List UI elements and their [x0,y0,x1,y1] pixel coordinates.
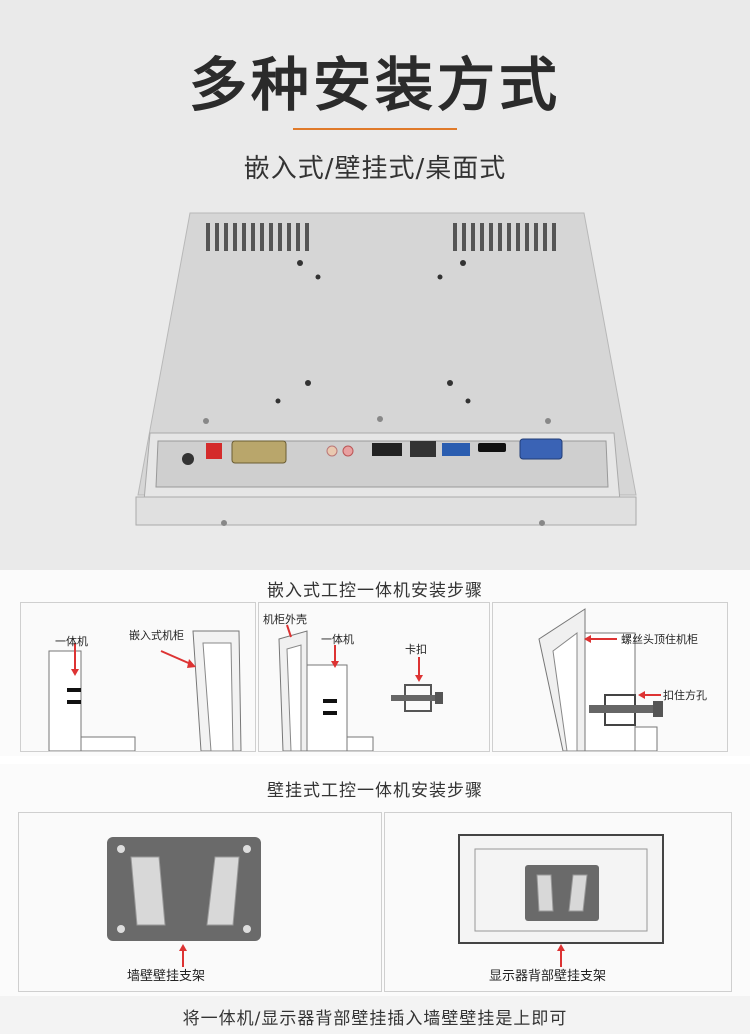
power-switch-icon [206,443,222,459]
label-screw: 螺丝头顶住机柜 [621,633,698,646]
red-arrow-icon [584,635,591,643]
wall-bracket-label: 墙壁壁挂支架 [127,969,206,984]
embedded-panel-2: 机柜外壳 一体机 卡扣 [258,602,490,752]
serial-port-icon [231,440,287,464]
back-bracket-icon [525,865,599,921]
red-arrow-icon [415,675,423,682]
embedded-step1-svg [48,630,242,751]
vent-right-icon [453,223,556,251]
mounting-holes-icon [275,260,471,404]
embedded-section: 嵌入式工控一体机安装步骤 一体机 嵌入式机柜 [0,570,750,756]
label-hole: 扣住方孔 [663,689,707,702]
embedded-step3-svg [538,608,663,751]
vga-port-icon [519,438,563,460]
wall-panel-left: 墙壁壁挂支架 [18,812,382,992]
red-arrow-icon [557,944,565,951]
usb3-port-icon [442,443,470,456]
red-arrow-icon [179,944,187,951]
embedded-step2-svg [278,624,443,751]
embedded-panel-3: 螺丝头顶住机柜 扣住方孔 [492,602,728,752]
label-pc: 一体机 [55,635,88,648]
footer-band: 将一体机/显示器背部壁挂插入墙壁壁挂是上即可 [0,996,750,1034]
page-title: 多种安装方式 [188,51,561,119]
wall-title: 壁挂式工控一体机安装步骤 [267,781,483,801]
red-arrow-icon [331,661,339,668]
embedded-title: 嵌入式工控一体机安装步骤 [267,581,483,601]
wall-panel-right: 显示器背部壁挂支架 [384,812,732,992]
page-subtitle: 嵌入式/壁挂式/桌面式 [243,154,507,184]
device-rear-svg [135,212,637,526]
hero-section: 多种安装方式 嵌入式/壁挂式/桌面式 [0,0,750,570]
power-jack-icon [182,453,194,465]
embedded-panel-1: 一体机 嵌入式机柜 [20,602,256,752]
red-arrow-icon [638,691,645,699]
label-pc-2: 一体机 [321,633,354,646]
label-clip: 卡扣 [405,643,427,656]
label-cabinet: 嵌入式机柜 [129,629,184,642]
label-shell: 机柜外壳 [263,613,307,626]
usb-port-icon [372,443,402,456]
wall-section: 壁挂式工控一体机安装步骤 墙壁壁挂支架 显示器背部壁挂支架 [0,764,750,996]
hdmi-port-icon [478,443,506,452]
footer-instruction: 将一体机/显示器背部壁挂插入墙壁壁挂是上即可 [182,1009,568,1029]
accent-divider [293,128,457,130]
red-arrow-icon [71,669,79,676]
device-rear-illustration [128,205,648,545]
vent-left-icon [206,223,309,251]
display-back-svg [458,834,664,967]
lan-port-icon [410,441,436,457]
display-bracket-label: 显示器背部壁挂支架 [489,969,607,984]
red-arrow-icon [187,659,196,668]
wall-bracket-icon [107,837,261,941]
wall-bracket-svg [107,837,261,967]
